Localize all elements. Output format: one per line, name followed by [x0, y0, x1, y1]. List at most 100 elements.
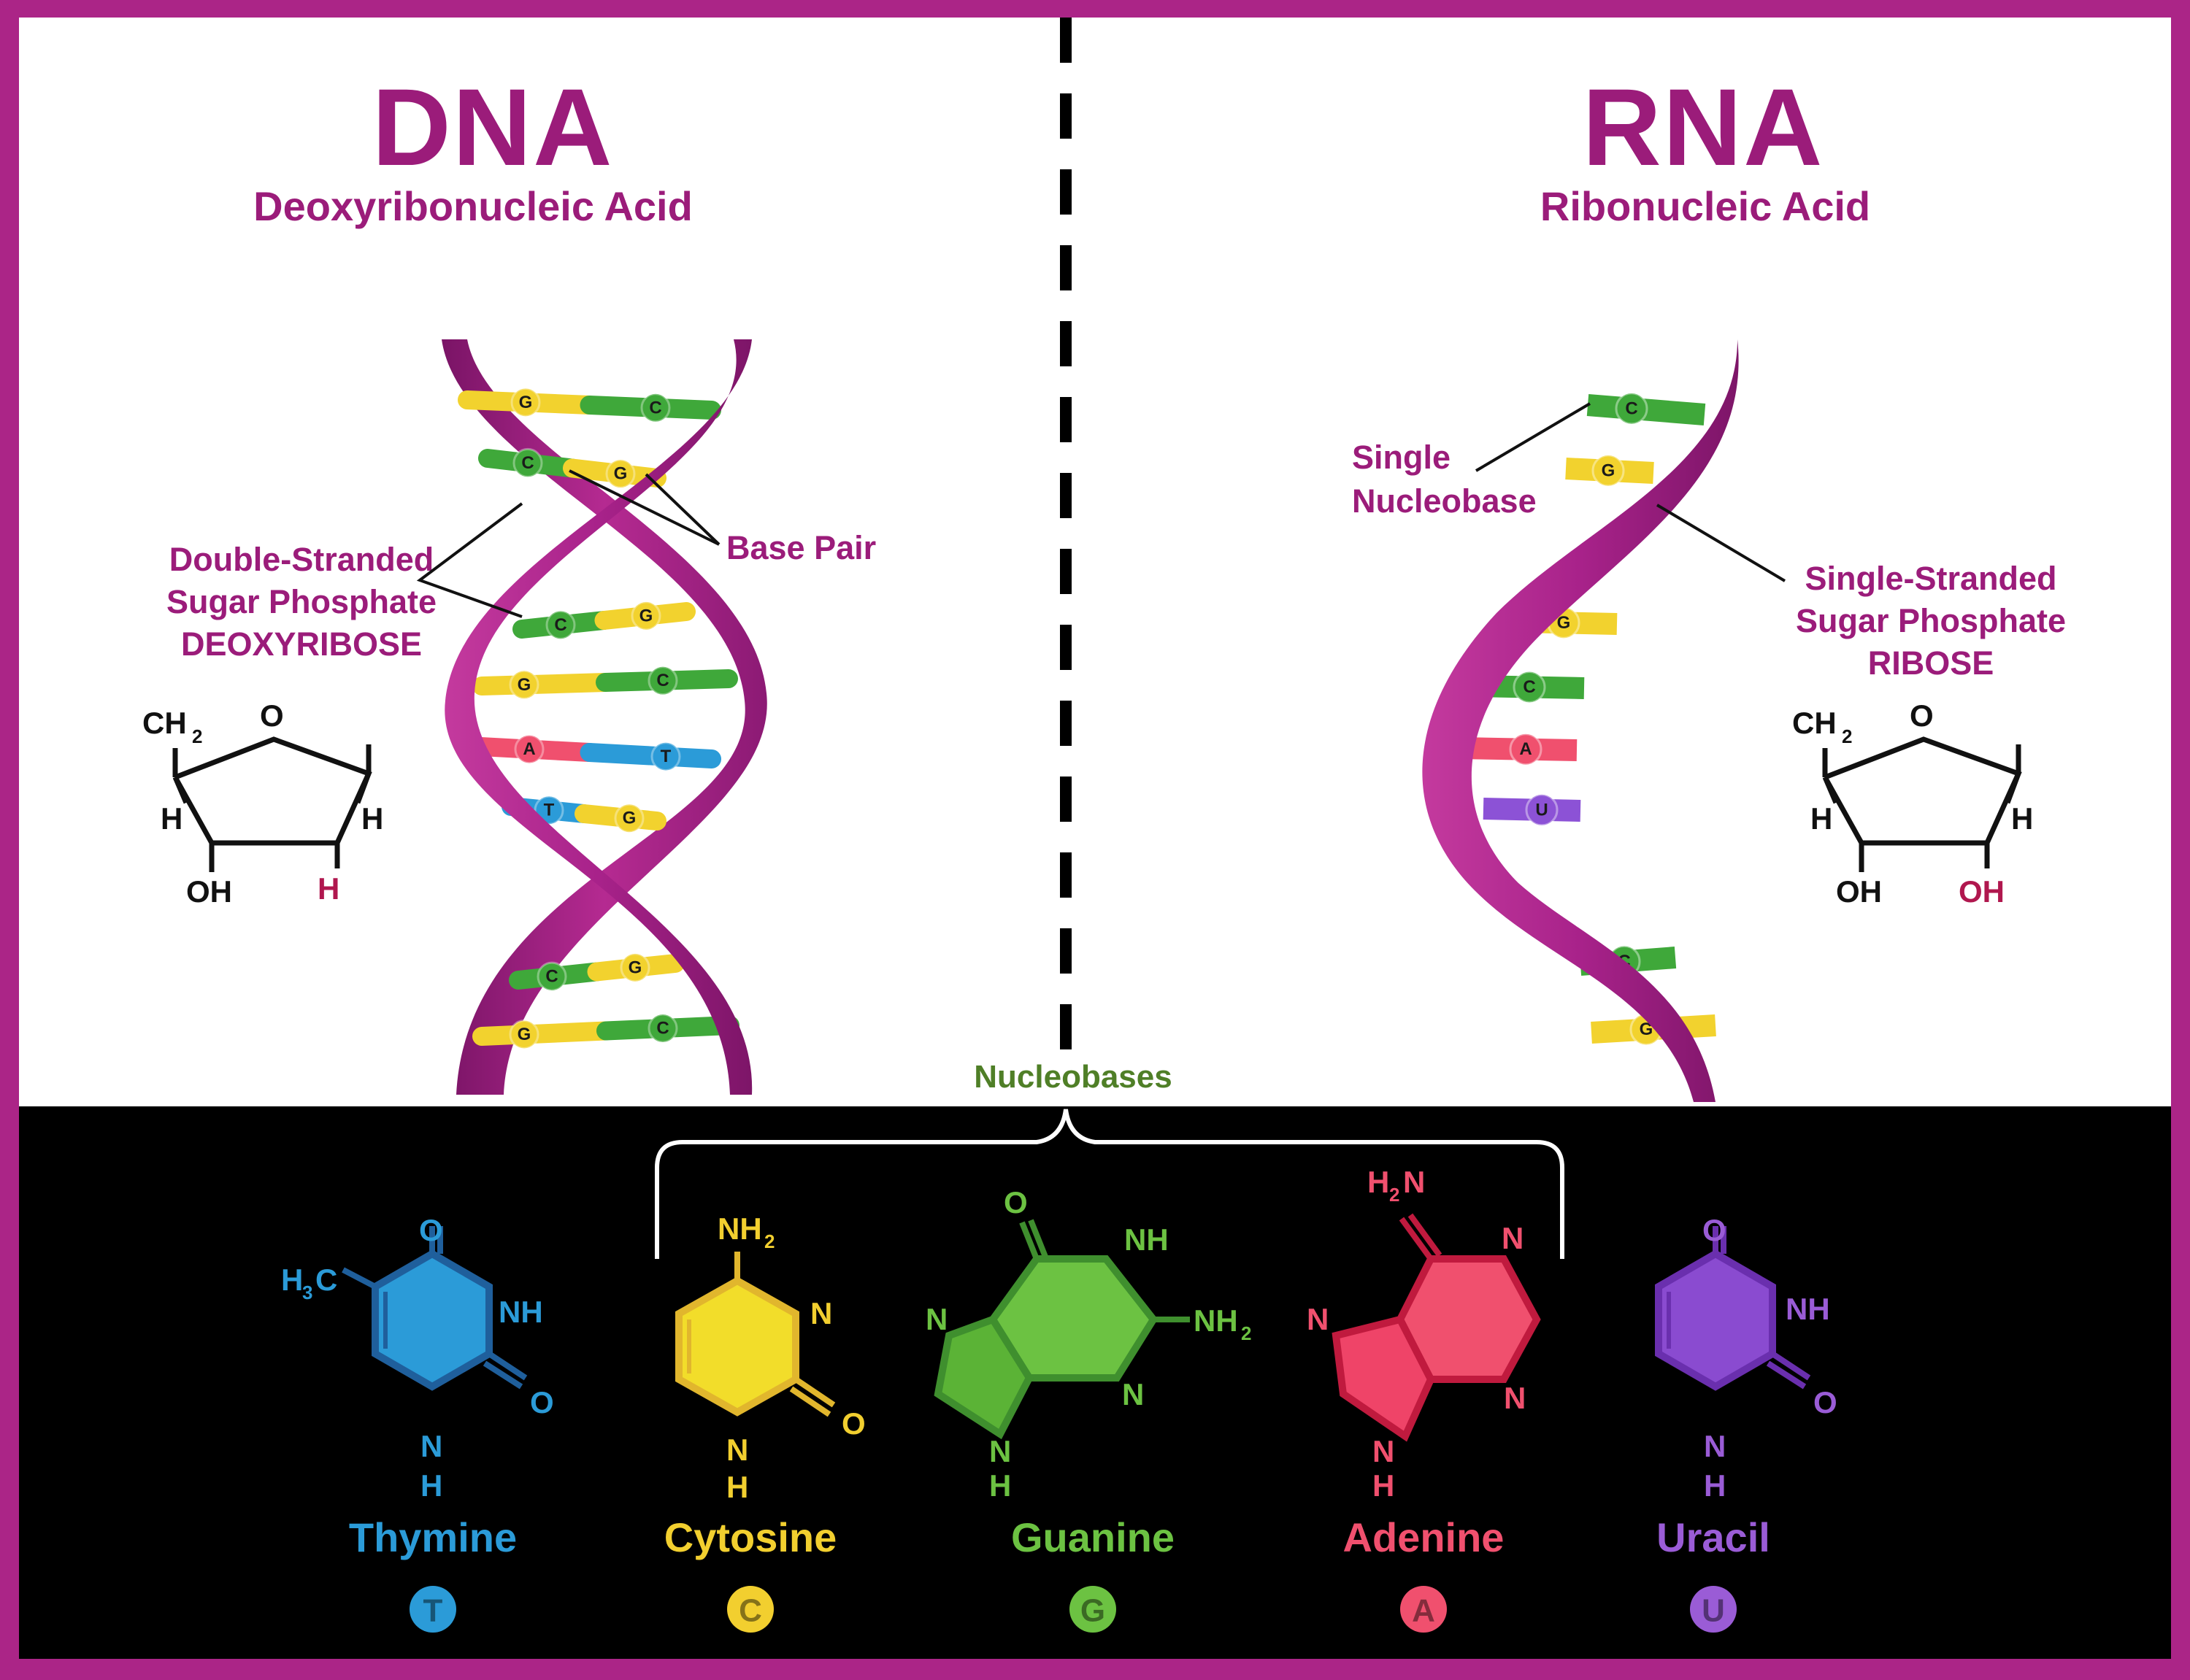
dna-base-circle [510, 387, 541, 417]
adenine-n-right: N [1504, 1381, 1526, 1415]
rna-single-label: Single Nucleobase [1352, 402, 1591, 520]
dna-base-circle [514, 734, 545, 765]
nucleobases-heading: Nucleobases [974, 1059, 1172, 1095]
cytosine-nh2: NH [718, 1211, 762, 1246]
uracil-o-right: O [1813, 1385, 1837, 1419]
dna-base-circle [650, 741, 681, 772]
base-pair-label-text: Base Pair [726, 529, 876, 566]
dna-base-circle [509, 1019, 539, 1049]
rna-single-label-line2: Nucleobase [1352, 482, 1537, 520]
dna-base-circle [640, 393, 671, 423]
nucleobase-letter-circle [1069, 1586, 1116, 1633]
cytosine-structure: NH 2 N O N H [675, 1211, 866, 1504]
nucleobase-letter-circle [1400, 1586, 1447, 1633]
ribose-o: O [1910, 698, 1934, 733]
ribose-ch2: CH [1792, 706, 1837, 740]
nucleobases-bracket [655, 1109, 1564, 1259]
dna-base-letter: C [656, 671, 669, 690]
nucleobase-letter: T [423, 1593, 443, 1629]
dna-base-letter: C [554, 615, 566, 635]
rna-title: RNA [1583, 66, 1824, 188]
rna-strand-label-line3: RIBOSE [1868, 644, 1994, 682]
uracil-o-top: O [1702, 1213, 1726, 1247]
rna-base-letter: G [1640, 1020, 1653, 1039]
guanine-nh2-sub: 2 [1241, 1322, 1251, 1344]
nucleobase-letter-circle [727, 1586, 774, 1633]
guanine-nh2: NH [1194, 1303, 1238, 1338]
rna-base: U [1483, 793, 1581, 827]
dna-strand-back [442, 339, 767, 1095]
rna-base-letter: U [1535, 800, 1548, 820]
nucleobase-name: Guanine [1011, 1514, 1175, 1560]
guanine-n-bottom: N [989, 1434, 1011, 1468]
thymine-structure: O H 3 C NH O N H [281, 1213, 554, 1503]
dna-title: DNA [372, 66, 614, 188]
dna-base-circle [648, 1013, 678, 1044]
dna-rung-right [580, 743, 721, 768]
thymine-h: H [420, 1468, 442, 1503]
dna-strand-label: Double-Stranded Sugar Phosphate DEOXYRIB… [166, 502, 523, 663]
rna-base: A [1459, 733, 1578, 766]
deoxy-h-left: H [161, 801, 182, 836]
base-pair-pointer-1 [569, 469, 720, 546]
cytosine-h: H [726, 1470, 748, 1504]
rna-strand-pointer [1656, 504, 1786, 582]
deoxy-o: O [260, 698, 284, 733]
adenine-h2n-h: H [1367, 1165, 1389, 1199]
nucleobase-letter-circle [1690, 1586, 1737, 1633]
rna-bases: CGGCAUCG [1459, 392, 1716, 1047]
dna-base-letter: T [544, 801, 555, 820]
rna-base-letter: A [1519, 739, 1532, 759]
adenine-n-bottom: N [1372, 1434, 1394, 1468]
bottom-panel [19, 1106, 2171, 1659]
dna-base-circle [631, 601, 661, 631]
rna-helix: CGGCAUCG [1422, 339, 1739, 1102]
dna-base-letter: G [629, 957, 642, 977]
nucleobase-name: Cytosine [664, 1514, 837, 1560]
deoxy-h-bottom: H [318, 871, 339, 906]
rna-base-letter: G [1602, 461, 1615, 480]
rna-strand-label-line2: Sugar Phosphate [1796, 602, 2066, 639]
dna-strand-pointer [416, 502, 523, 618]
top-panel [19, 18, 2171, 1106]
thymine-h3c-h: H [281, 1263, 303, 1297]
dna-base-circle [648, 666, 678, 696]
uracil-nh: NH [1786, 1292, 1830, 1326]
dna-rung-left [472, 1021, 615, 1046]
cytosine-nh2-sub: 2 [764, 1230, 775, 1252]
rna-single-label-line1: Single [1352, 439, 1451, 476]
dna-base-letter: A [523, 739, 535, 759]
guanine-h: H [989, 1468, 1011, 1503]
ribose-oh: OH [1836, 874, 1882, 909]
dna-strand-label-line2: Sugar Phosphate [166, 583, 437, 620]
rna-base-letter: C [1625, 398, 1637, 418]
rna-base-circle [1591, 454, 1625, 488]
cytosine-n-bottom: N [726, 1433, 748, 1467]
dna-base-letter: G [614, 464, 628, 484]
deoxyribose-atoms: CH 2 O H H OH H [142, 698, 383, 909]
rna-strand [1422, 339, 1739, 1102]
dna-base-letter: C [649, 398, 661, 417]
dna-base-letter: C [521, 453, 534, 473]
dna-strand-label-line1: Double-Stranded [169, 541, 434, 578]
dna-base-circle [620, 952, 650, 983]
ribose-atoms: CH 2 O H H OH OH [1792, 698, 2033, 909]
adenine-h2n-sub: 2 [1389, 1184, 1399, 1206]
guanine-structure: O NH NH 2 N N N H [926, 1185, 1251, 1503]
nucleobase-letter: G [1080, 1593, 1105, 1629]
dna-strand-label-line3: DEOXYRIBOSE [181, 625, 422, 663]
dna-base-letter: G [518, 675, 531, 695]
nucleobase-letter-circle [410, 1586, 456, 1633]
rna-base-circle [1513, 671, 1546, 704]
cytosine-o: O [842, 1406, 866, 1441]
rna-base: G [1565, 454, 1654, 488]
base-pair-pointer-2 [645, 473, 721, 546]
